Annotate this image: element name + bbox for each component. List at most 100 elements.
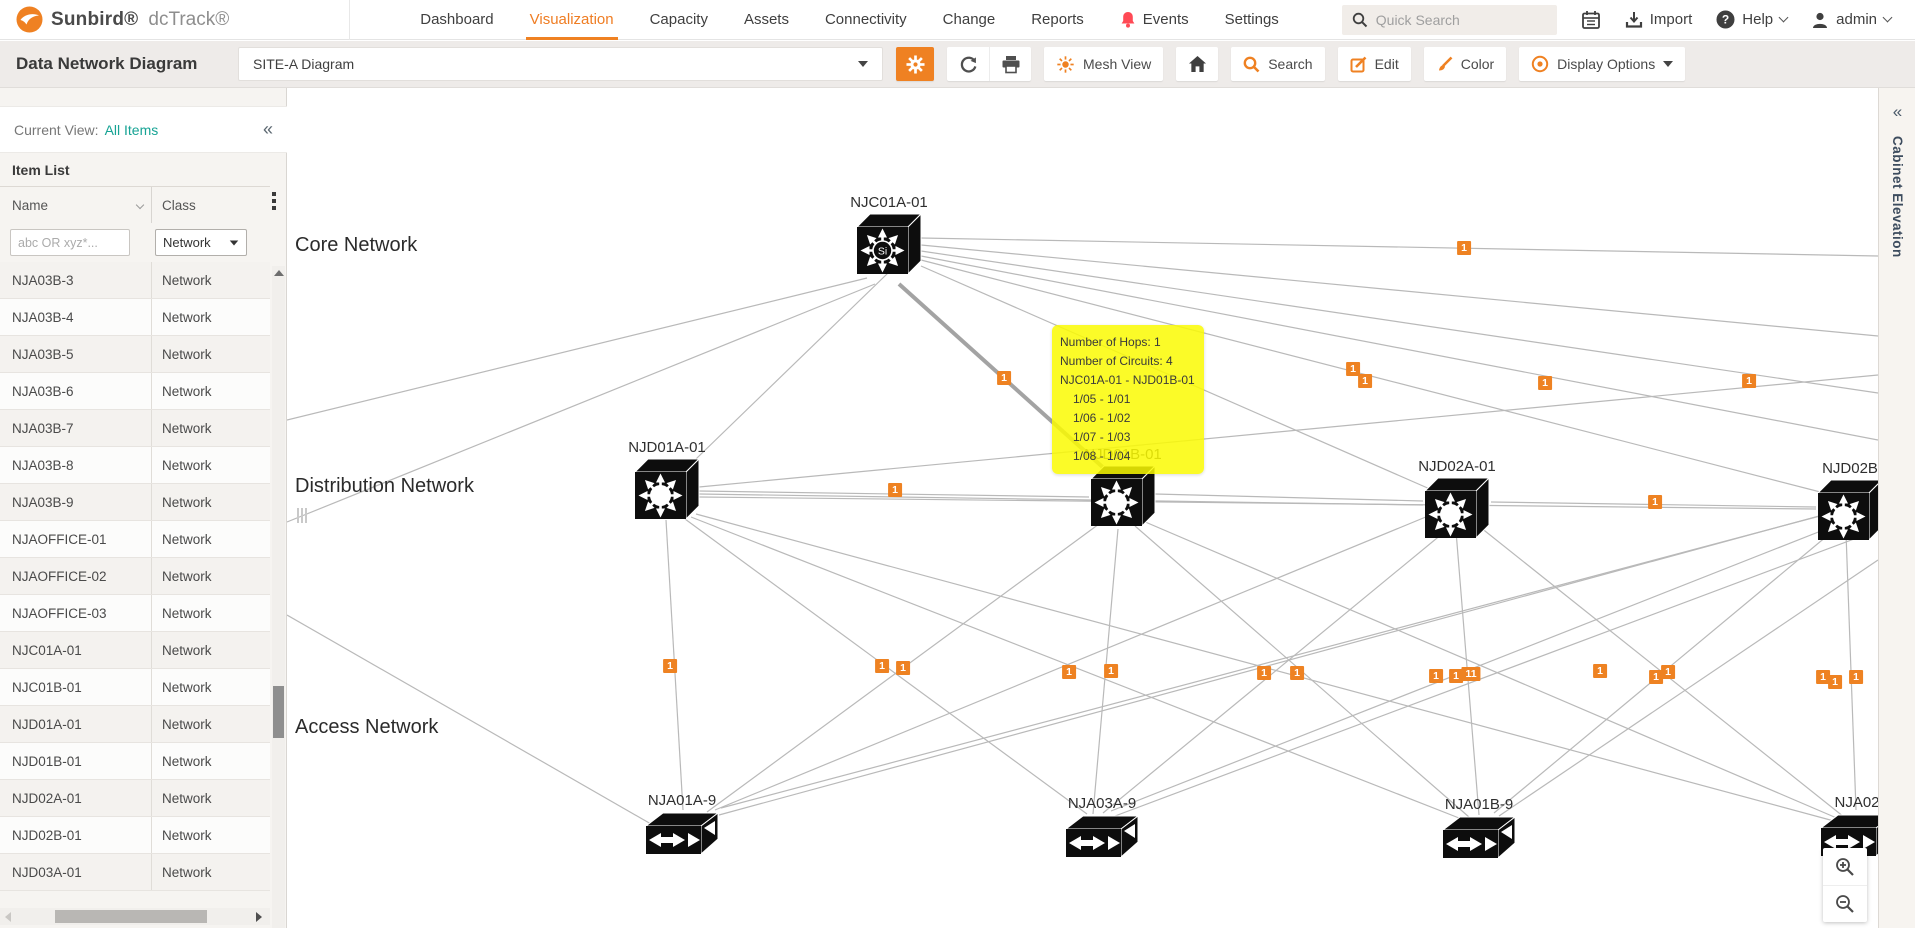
circuit-count-badge[interactable]: 1 [1457,241,1471,255]
zoom-in-button[interactable] [1823,848,1867,885]
circuit-edge[interactable] [1114,529,1878,817]
horizontal-scroll-thumb[interactable] [55,910,207,923]
nav-item-capacity[interactable]: Capacity [650,0,708,40]
circuit-count-badge[interactable]: 1 [1742,374,1756,388]
nav-item-visualization[interactable]: Visualization [525,0,618,40]
circuit-count-badge[interactable]: 11 [1461,667,1481,681]
color-button[interactable]: Color [1423,47,1507,81]
circuit-edge[interactable] [287,277,868,421]
nav-item-dashboard[interactable]: Dashboard [420,0,493,40]
circuit-edge[interactable] [718,499,1878,816]
circuit-count-badge[interactable]: 1 [1649,670,1663,684]
home-button[interactable] [1176,47,1219,81]
node-njd02b-01[interactable]: NJD02B [1816,460,1878,547]
circuit-edge[interactable] [1142,520,1840,820]
circuit-edge[interactable] [1154,493,1424,502]
circuit-count-badge[interactable]: 1 [663,659,677,673]
name-column-header[interactable]: Name [0,187,152,223]
mesh-view-button[interactable]: Mesh View [1044,47,1164,81]
circuit-count-badge[interactable]: 1 [1648,495,1662,509]
circuit-count-badge[interactable]: 1 [1449,669,1463,683]
circuit-count-badge[interactable]: 1 [1593,664,1607,678]
node-njd01a-01[interactable]: NJD01A-01 [628,439,706,526]
circuit-edge[interactable] [714,513,1434,811]
circuit-edge[interactable] [1102,528,1449,814]
circuit-count-badge[interactable]: 1 [1538,376,1552,390]
collapse-sidebar-icon[interactable]: « [262,119,273,139]
print-button[interactable] [989,47,1031,81]
node-nja02[interactable]: NJA02 [1819,794,1878,863]
circuit-edge[interactable] [920,255,1878,441]
circuit-count-badge[interactable]: 1 [1358,374,1372,388]
node-njd01b-01[interactable]: NJD01B-01 [1084,446,1162,533]
name-filter-input[interactable] [10,229,130,256]
calendar-button[interactable] [1581,10,1601,30]
column-menu-button[interactable] [268,192,280,210]
scroll-left-icon[interactable] [5,912,11,922]
scroll-up-icon[interactable] [273,270,284,276]
node-nja01a-9[interactable]: NJA01A-9 [644,792,720,861]
horizontal-scrollbar[interactable] [0,908,270,925]
nav-item-change[interactable]: Change [943,0,996,40]
circuit-count-badge[interactable]: 1 [888,483,902,497]
circuit-count-badge[interactable]: 1 [1816,670,1830,684]
class-column-header[interactable]: Class [152,187,270,223]
circuit-edge[interactable] [698,374,1878,488]
circuit-count-badge[interactable]: 1 [1104,664,1118,678]
nav-item-events[interactable]: Events [1120,0,1189,40]
circuit-count-badge[interactable]: 1 [1346,362,1360,376]
circuit-count-badge[interactable]: 1 [1429,669,1443,683]
display-options-button[interactable]: Display Options [1519,47,1686,81]
nav-item-connectivity[interactable]: Connectivity [825,0,907,40]
quick-search-input[interactable] [1375,11,1536,28]
quick-search[interactable] [1341,4,1557,35]
import-button[interactable]: Import [1625,11,1692,29]
circuit-edge[interactable] [1498,559,1878,817]
circuit-count-badge[interactable]: 1 [1062,665,1076,679]
user-menu[interactable]: admin [1811,11,1893,29]
vertical-scroll-thumb[interactable] [273,686,284,738]
search-button[interactable]: Search [1231,47,1325,81]
circuit-count-badge[interactable]: 1 [1661,665,1675,679]
circuit-edge[interactable] [698,496,1817,510]
circuit-count-badge[interactable]: 1 [1290,666,1304,680]
refresh-button[interactable] [947,47,989,81]
nav-item-reports[interactable]: Reports [1031,0,1084,40]
circuit-count-badge[interactable]: 1 [1828,675,1842,689]
drag-handle[interactable] [297,508,307,523]
expand-panel-icon[interactable]: « [1892,102,1903,121]
scroll-right-icon[interactable] [256,912,262,922]
help-menu[interactable]: ? Help [1716,10,1789,29]
circuit-count-badge[interactable]: 1 [1257,666,1271,680]
circuit-count-badge[interactable]: 1 [875,659,889,673]
edit-button[interactable]: Edit [1337,47,1411,81]
current-view-value[interactable]: All Items [104,121,159,138]
circuit-edge[interactable] [920,259,1833,496]
circuit-count-badge[interactable]: 1 [997,371,1011,385]
node-njd02a-01[interactable]: NJD02A-01 [1418,458,1496,545]
settings-gear-button[interactable] [896,47,934,81]
zoom-out-button[interactable] [1823,885,1867,922]
node-nja01b-9[interactable]: NJA01B-9 [1441,796,1517,865]
circuit-edge[interactable] [920,244,1878,337]
circuit-edge[interactable] [920,237,1878,257]
vertical-scrollbar[interactable] [272,266,285,928]
circuit-count-badge[interactable]: 1 [896,661,910,675]
circuit-edge[interactable] [665,272,889,489]
